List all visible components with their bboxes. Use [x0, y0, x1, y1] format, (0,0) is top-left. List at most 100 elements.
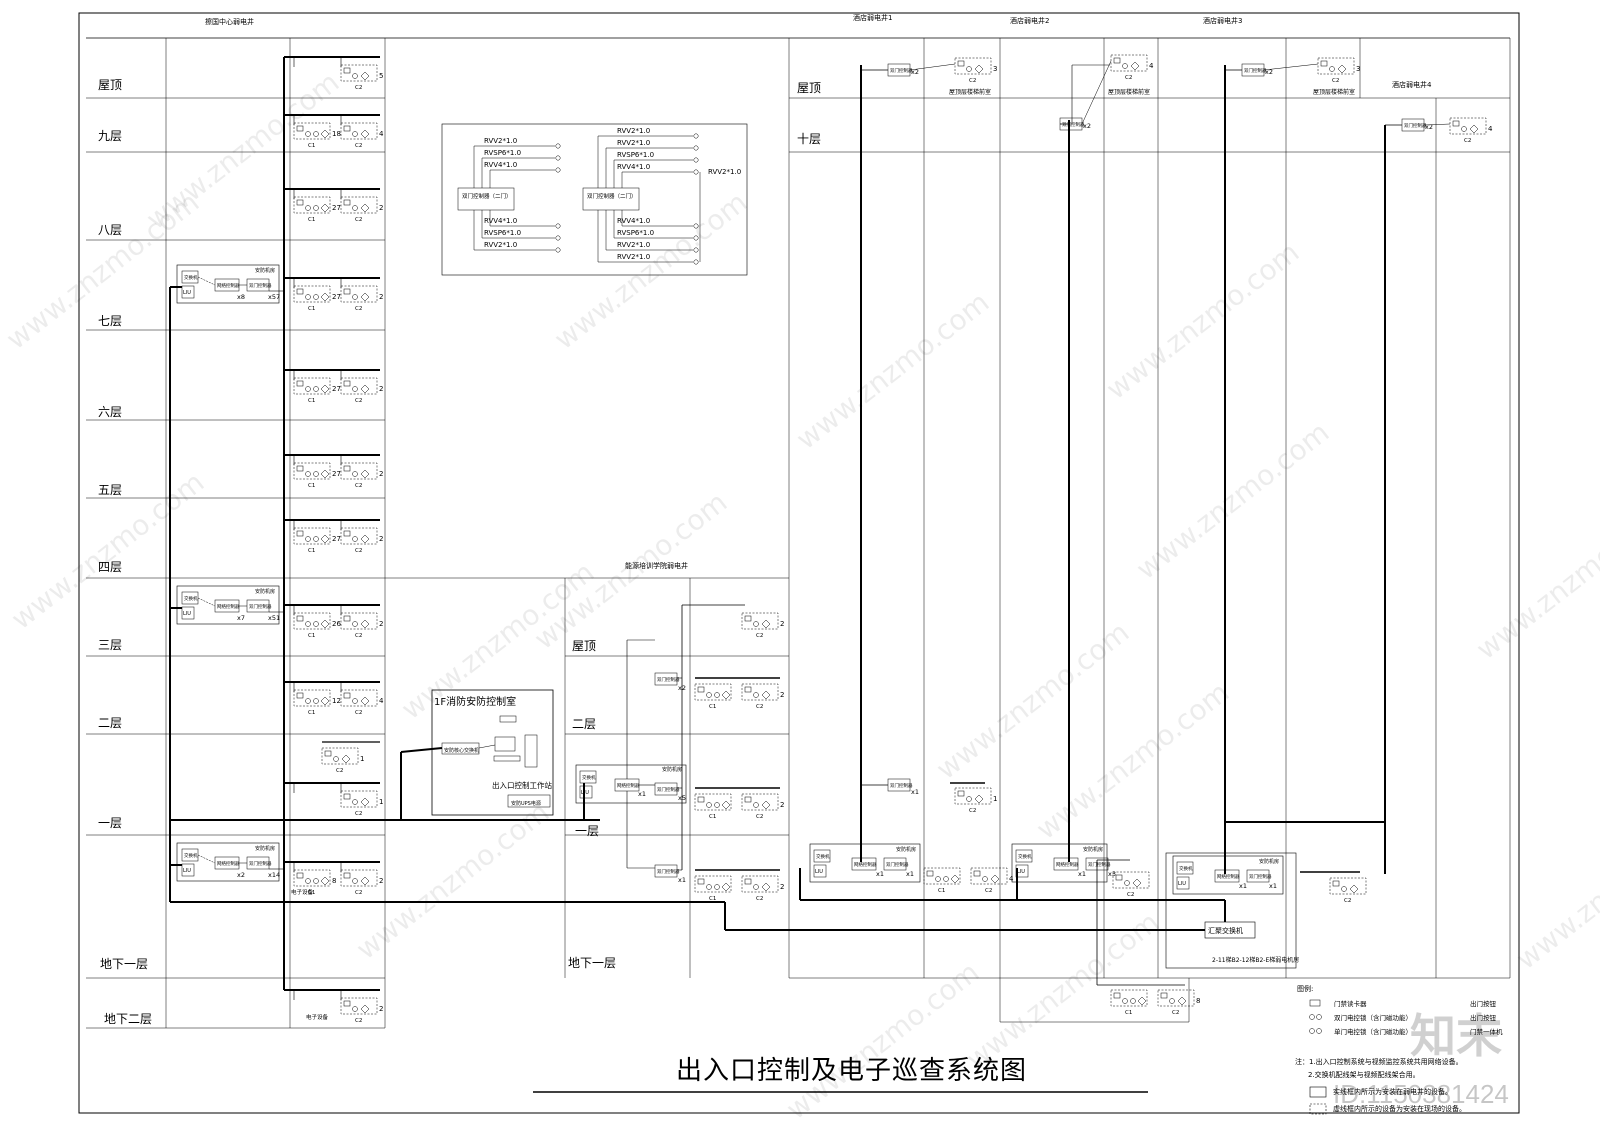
- door-lock-icon: [305, 386, 311, 392]
- terminal-icon: [693, 133, 699, 139]
- door-lock-icon: [305, 294, 311, 300]
- exit-button-icon: [1132, 878, 1142, 888]
- c1-label: C1: [709, 704, 716, 710]
- security-room-label: 安防机房: [896, 846, 916, 853]
- agg-room-frame: [1165, 852, 1297, 969]
- door-lock-icon: [1309, 1028, 1315, 1034]
- security-room-label: 安防机房: [1083, 846, 1103, 853]
- shaft-label-training: 能源培训学院弱电井: [625, 562, 688, 570]
- c2-label: C2: [355, 548, 362, 554]
- exit-button-icon: [1337, 64, 1347, 74]
- c2-dashed-box: [321, 747, 359, 765]
- c1-label: C1: [709, 814, 716, 820]
- floor-label-left: 九层: [98, 129, 123, 143]
- door-lock-icon: [352, 799, 358, 805]
- c2-label: C2: [756, 814, 763, 820]
- device-group: C21: [321, 747, 364, 774]
- liu-box: [813, 864, 827, 878]
- c2-count: 4: [379, 697, 384, 705]
- door-lock-icon: [966, 66, 972, 72]
- c2-count: 4: [1009, 875, 1014, 883]
- c2-label: C2: [355, 890, 362, 896]
- floor-label-mid: 二层: [572, 717, 597, 731]
- c2-label: C2: [1125, 75, 1132, 81]
- c2-label: C2: [1332, 78, 1339, 84]
- legend-item-right: 出门按钮: [1470, 1000, 1496, 1008]
- link-line: [197, 597, 216, 607]
- liu-box: [1015, 864, 1029, 878]
- exit-button-icon: [1137, 996, 1147, 1006]
- door-lock-icon: [352, 621, 358, 627]
- cable-spec: RVSP6*1.0: [617, 151, 655, 159]
- net-controller-label: 网络控制器: [1056, 861, 1079, 868]
- controller-count: x1: [678, 876, 686, 884]
- legend-item: 双门电控锁（含门磁功能）: [1334, 1014, 1412, 1022]
- hotel-branch: [909, 63, 956, 71]
- cable-spec: RVSP6*1.0: [617, 229, 655, 237]
- door-lock-icon: [1122, 998, 1128, 1004]
- exit-button-icon: [1177, 996, 1187, 1006]
- net-controller-label: 网络控制器: [217, 282, 240, 289]
- device-group: C23: [1317, 57, 1360, 84]
- door-controller-label: 双门控制器: [1088, 861, 1111, 868]
- security-room-frame: [176, 264, 280, 304]
- shaft-label-hotel1: 酒店弱电井1: [853, 14, 893, 22]
- card-reader-icon: [343, 125, 351, 132]
- c2-label: C2: [1464, 138, 1471, 144]
- security-room-frame: [575, 764, 687, 804]
- controller-count: x2: [1425, 123, 1433, 131]
- controller-count: x2: [237, 871, 245, 879]
- shaft-label-main: 擦国中心弱电井: [205, 18, 254, 26]
- terminal-icon: [555, 143, 561, 149]
- door-controller-box: [654, 782, 678, 796]
- controller-count: x5: [678, 794, 686, 802]
- c2-dashed-box: [741, 875, 779, 893]
- floor-label-right: 屋顶: [797, 81, 822, 95]
- card-reader-icon: [973, 870, 981, 877]
- cable-spec: RVV2*1.0: [484, 137, 518, 145]
- floor-label-mid: 一层: [575, 824, 600, 838]
- door-controller-label: 双门控制器: [886, 861, 909, 868]
- door-lock-icon: [305, 131, 311, 137]
- card-reader-icon: [296, 125, 304, 132]
- dashed-box-icon: [1309, 1103, 1327, 1115]
- exit-button-icon: [320, 469, 330, 479]
- keyboard-icon: [493, 755, 521, 762]
- door-controller-box: [654, 672, 678, 686]
- c2-dashed-box: [1110, 54, 1148, 72]
- ctrl-box-right: [582, 187, 640, 211]
- door-controller-label: 双门控制器: [1062, 121, 1085, 128]
- liu-label: LIU: [1178, 881, 1186, 887]
- c1-label: C1: [938, 888, 945, 894]
- door-controller-label: 双门控制器: [657, 868, 680, 875]
- card-reader-icon: [343, 530, 351, 537]
- controller-count: x2: [1265, 68, 1273, 76]
- door-lock-icon: [305, 621, 311, 627]
- cable-spec: RVV4*1.0: [617, 163, 651, 171]
- cable-spec: RVV4*1.0: [484, 161, 518, 169]
- terminal-icon: [555, 155, 561, 161]
- door-lock-icon: [305, 878, 311, 884]
- door-lock-icon: [1461, 126, 1467, 132]
- door-lock-icon: [352, 294, 358, 300]
- c2-dashed-box: [954, 787, 992, 805]
- brand-logo: 知末: [1410, 1009, 1502, 1063]
- c1-dashed-box: [694, 793, 732, 811]
- door-lock-icon: [1316, 1014, 1322, 1020]
- link-line: [478, 744, 496, 749]
- security-room-frame: [1011, 843, 1108, 883]
- c2-dashed-box: [340, 869, 378, 887]
- c2-label: C2: [355, 306, 362, 312]
- card-reader-icon: [296, 615, 304, 622]
- door-lock-icon: [352, 386, 358, 392]
- card-reader-icon: [926, 870, 934, 877]
- c1-dashed-box: [293, 122, 331, 140]
- liu-label: LIU: [815, 869, 823, 875]
